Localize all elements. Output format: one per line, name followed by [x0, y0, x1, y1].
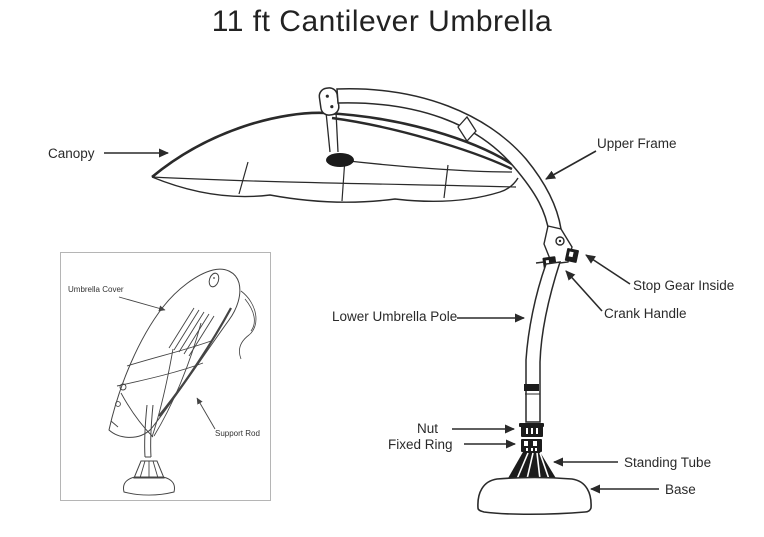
label-umbrella-cover: Umbrella Cover [68, 285, 124, 294]
joint-crank-drawing [535, 225, 579, 269]
label-support-rod: Support Rod [215, 429, 260, 438]
lower-pole-drawing [524, 261, 562, 423]
label-nut: Nut [417, 421, 439, 436]
label-base: Base [665, 482, 696, 497]
label-stop-gear-inside: Stop Gear Inside [633, 278, 735, 293]
page-title: 11 ft Cantilever Umbrella [211, 5, 553, 38]
label-arrows [104, 148, 659, 494]
base-drawing [477, 476, 592, 516]
stop-gear-drawing [564, 248, 579, 263]
umbrella-cover-drawing [108, 268, 257, 438]
inset-drawing [108, 268, 257, 496]
inset-label-arrows [118, 296, 216, 430]
fixed-ring-drawing [521, 439, 542, 452]
label-fixed-ring: Fixed Ring [388, 437, 453, 452]
upper-frame-drawing [336, 88, 562, 234]
inset-pole-base-drawing [123, 404, 175, 496]
label-canopy: Canopy [48, 146, 95, 161]
label-standing-tube: Standing Tube [624, 455, 712, 470]
support-rod-drawing [158, 307, 232, 417]
nut-drawing [519, 423, 544, 437]
label-lower-umbrella-pole: Lower Umbrella Pole [332, 309, 458, 324]
umbrella-cover-inset-panel: Umbrella Cover Support Rod [60, 252, 271, 501]
label-upper-frame: Upper Frame [597, 136, 677, 151]
label-crank-handle: Crank Handle [604, 306, 687, 321]
canopy-drawing [151, 111, 519, 203]
folded-frame-drawing [115, 272, 232, 438]
standing-tube-drawing [507, 452, 557, 480]
